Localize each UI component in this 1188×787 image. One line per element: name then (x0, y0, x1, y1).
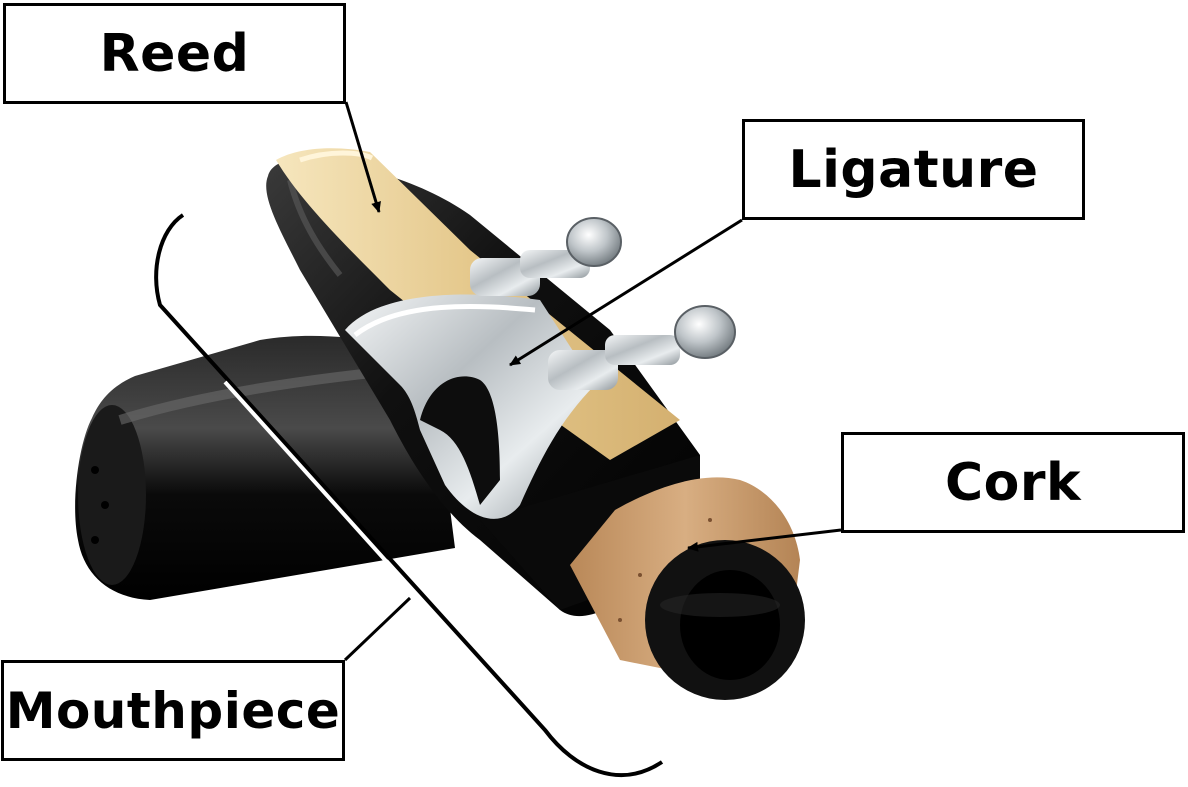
cork-leader-line (687, 528, 842, 552)
mouthpiece-label: Mouthpiece (1, 660, 345, 761)
ligature-label: Ligature (742, 119, 1085, 220)
mouthpiece-bracket (154, 213, 664, 778)
ligature-screws (470, 217, 736, 390)
ligature-leader-line (509, 218, 743, 367)
reed-label: Reed (3, 3, 346, 104)
bore-opening (645, 540, 805, 700)
cork-label: Cork (841, 432, 1185, 533)
mouthpiece-leader-line (343, 596, 412, 662)
reed-leader-line (344, 101, 381, 213)
